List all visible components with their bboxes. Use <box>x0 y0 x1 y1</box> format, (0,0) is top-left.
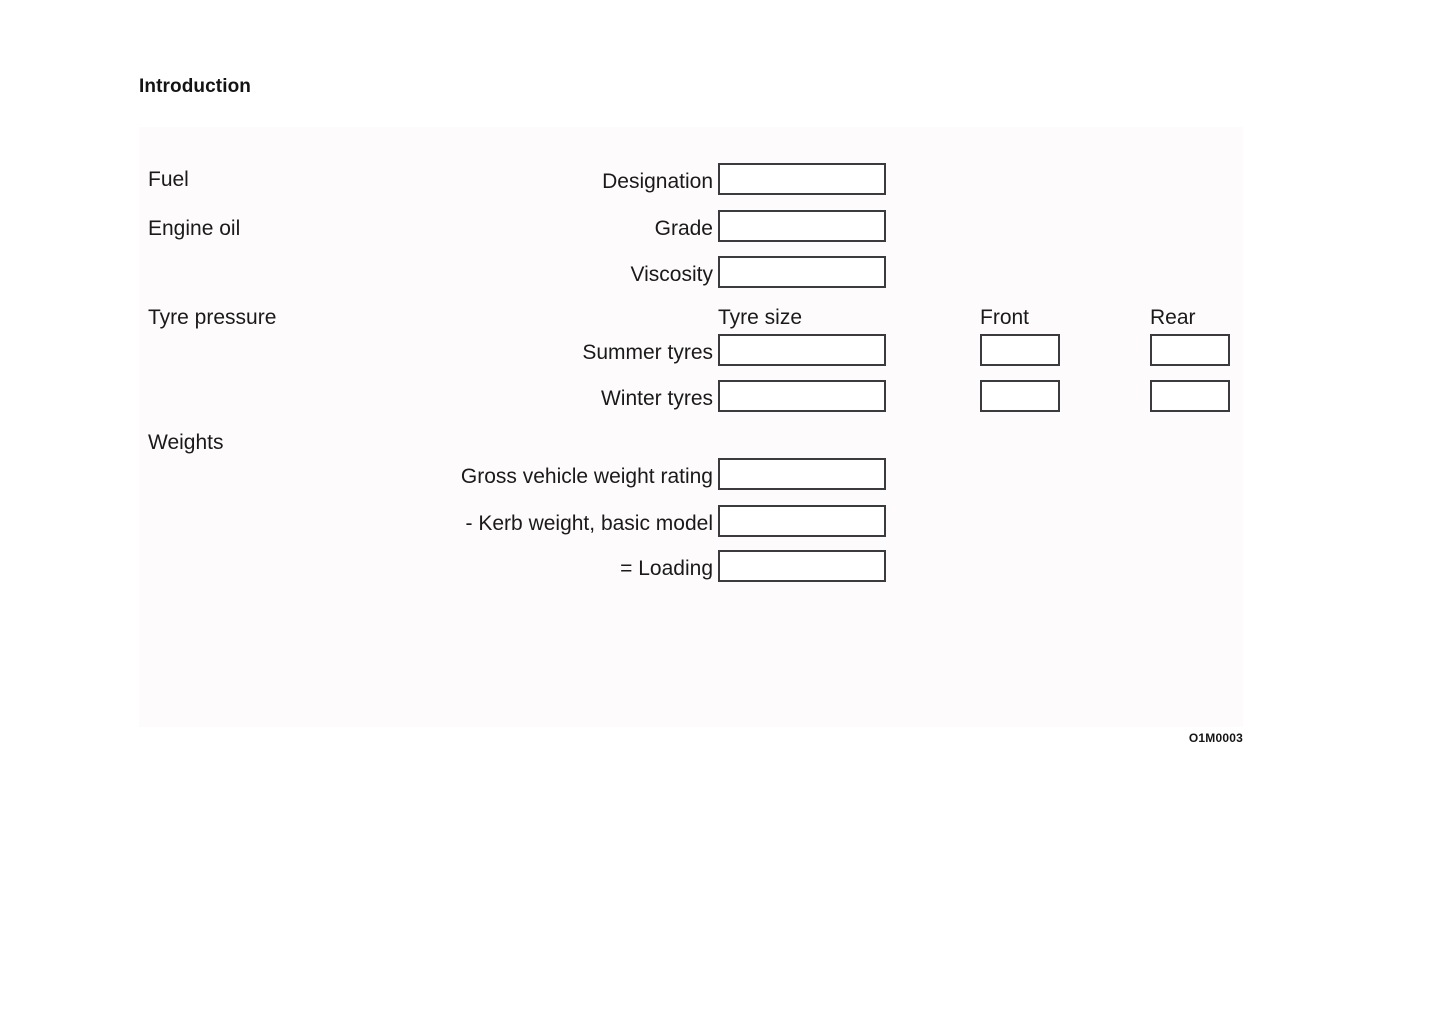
input-winter-rear-pressure[interactable] <box>1150 380 1230 412</box>
input-loading[interactable] <box>718 550 886 582</box>
input-designation[interactable] <box>718 163 886 195</box>
column-header-tyre-size: Tyre size <box>718 306 803 329</box>
input-summer-tyre-size[interactable] <box>718 334 886 366</box>
row-label-summer-tyres: Summer tyres <box>582 341 713 364</box>
input-viscosity[interactable] <box>718 256 886 288</box>
reference-code: O1M0003 <box>1188 731 1243 745</box>
field-label-viscosity: Viscosity <box>630 263 713 286</box>
field-label-gross-vehicle-weight-rating: Gross vehicle weight rating <box>460 465 713 488</box>
section-label-fuel: Fuel <box>148 168 189 191</box>
section-label-tyre-pressure: Tyre pressure <box>148 306 277 329</box>
section-label-engine-oil: Engine oil <box>148 217 241 240</box>
field-label-grade: Grade <box>654 217 713 240</box>
input-winter-tyre-size[interactable] <box>718 380 886 412</box>
field-label-kerb-weight: - Kerb weight, basic model <box>465 512 713 535</box>
field-label-loading: = Loading <box>620 557 713 580</box>
field-label-designation: Designation <box>602 170 713 193</box>
input-gross-vehicle-weight-rating[interactable] <box>718 458 886 490</box>
column-header-front: Front <box>980 306 1030 329</box>
input-grade[interactable] <box>718 210 886 242</box>
vehicle-data-panel: Fuel Designation Engine oil Grade Viscos… <box>139 127 1243 727</box>
page-title: Introduction <box>139 76 252 97</box>
input-summer-rear-pressure[interactable] <box>1150 334 1230 366</box>
column-header-rear: Rear <box>1150 306 1196 329</box>
row-label-winter-tyres: Winter tyres <box>600 387 713 410</box>
input-kerb-weight[interactable] <box>718 505 886 537</box>
input-summer-front-pressure[interactable] <box>980 334 1060 366</box>
input-winter-front-pressure[interactable] <box>980 380 1060 412</box>
section-label-weights: Weights <box>148 431 224 454</box>
